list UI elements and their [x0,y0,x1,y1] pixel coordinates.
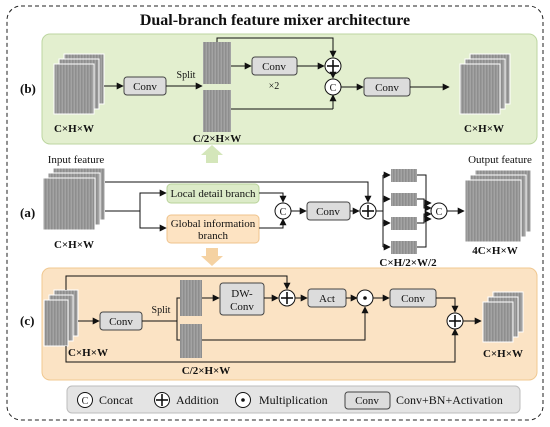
panel-b-input-feature [53,53,105,115]
panel-a-subfeature-2 [391,193,417,206]
panel-a-conv-label: Conv [316,206,340,218]
panel-b-addition-node [324,57,342,75]
panel-c-split-bottom-feature [180,324,202,358]
panel-a-subfeature-4 [391,241,417,254]
up-arrow-to-panel-b [201,145,223,163]
panel-c-act-label: Act [319,293,335,305]
panel-a-subfeature-3 [391,217,417,230]
panel-a-subfeature-1 [391,169,417,182]
arrow [417,174,432,207]
global-branch-label-line1: Global information [171,218,256,230]
arrow [139,189,167,211]
arrow [259,192,287,203]
panel-b-output-feature [459,53,511,115]
down-arrow-to-panel-c [201,248,223,266]
panel-b-times2-label: ×2 [269,81,280,92]
panel-b-conv-label: Conv [133,81,157,93]
panel-b-mid-dim: C/2×H×W [193,133,242,145]
legend-multiplication-icon [235,392,251,408]
panel-c-output-feature [482,291,524,343]
panel-a-concat-symbol: C [280,207,287,218]
panel-c-input-dim: C×H×W [68,347,108,359]
arrow [202,306,369,341]
panel-a-input-feature [42,167,106,231]
panel-c-output-dim: C×H×W [483,348,523,360]
panel-c-split-top-feature [180,280,202,316]
legend-concat-icon [77,392,93,408]
legend-box [66,385,521,414]
panel-c-label: (c) [20,313,34,328]
panel-a-output-dim: 4C×H×W [472,245,518,257]
panel-b-split-label: Split [177,70,196,81]
panel-b-conv2-label: Conv [262,61,286,73]
panel-c-dwconv-box [219,282,265,316]
panel-c-conv1-label: Conv [109,316,133,328]
panel-c-dwconv-line2: Conv [230,301,254,313]
panel-b-split-bottom-feature [203,90,231,132]
global-branch-label-line2: branch [198,230,228,242]
panel-b-label: (b) [20,81,36,96]
legend-conv-box [344,391,391,410]
arrow [417,210,432,224]
arrow [139,211,167,232]
panel-a-addition-node [359,202,377,220]
arrow [417,198,432,212]
legend-addition-icon [154,392,170,408]
panel-c-addition-node [278,289,296,307]
arrow [417,215,432,248]
panel-a-input-label: Input feature [48,154,105,166]
panel-a-output-label: Output feature [468,154,532,166]
panel-b-concat-symbol: C [330,83,337,94]
panel-b-background [41,33,538,145]
arrow [176,321,180,341]
diagram-title: Dual-branch feature mixer architecture [140,12,410,29]
arrow [176,297,180,321]
panel-c-mid-dim: C/2×H×W [182,365,231,377]
panel-c-multiplication-node [356,289,374,307]
panel-c-conv2-label: Conv [401,293,425,305]
outer-dashed-frame [6,5,544,421]
legend-conv-desc: Conv+BN+Activation [396,393,503,407]
arrow [259,218,287,229]
panel-a-output-concat-symbol: C [436,207,443,218]
panel-b-conv3-label: Conv [375,82,399,94]
global-information-branch-box [166,214,260,244]
arrow [105,181,372,203]
panel-a-output-feature [464,169,532,243]
panel-c-split-label: Split [152,305,171,316]
arrow [65,328,459,363]
legend-multiplication-label: Multiplication [259,393,328,407]
arrow [436,297,459,313]
panel-c-input-feature [43,289,79,347]
panel-c-residual-addition-node [446,312,464,330]
panel-b-input-dim: C×H×W [54,123,94,135]
panel-c-dwconv-line1: DW- [231,288,253,300]
panel-a-label: (a) [20,205,35,220]
panel-b-split-top-feature [203,42,231,84]
local-detail-branch-label: Local detail branch [171,188,256,200]
panel-a-mid-dim: C×H/2×W/2 [379,257,437,269]
arrow [216,37,337,58]
panel-a-input-dim: C×H×W [54,239,94,251]
legend-concat-label: Concat [99,393,134,407]
legend-conv-box-label: Conv [355,395,379,407]
arrow [65,275,291,290]
legend-addition-label: Addition [176,393,219,407]
panel-b-output-dim: C×H×W [464,123,504,135]
legend-concat-symbol: C [82,396,89,407]
